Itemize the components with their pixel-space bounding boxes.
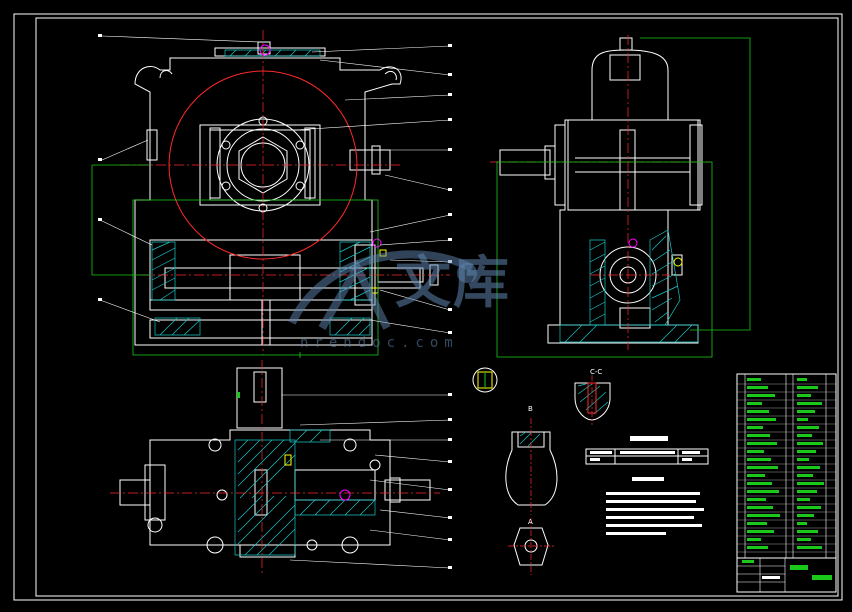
parts-list (736, 373, 837, 559)
top-view-hatch (234, 429, 376, 556)
watermark-text: 文库 (395, 251, 511, 316)
parts-list-cell (797, 442, 823, 445)
parts-list-cell (747, 474, 765, 477)
top-leader-tags (448, 393, 452, 569)
tech-parameter-table (585, 436, 709, 465)
top-leaders (282, 394, 451, 569)
side-view-hatch (559, 229, 699, 343)
parts-list-cell (747, 514, 780, 517)
parts-list-cell (797, 418, 808, 421)
parts-list-cell (747, 434, 770, 437)
parts-list-cell (797, 522, 807, 525)
parts-list-cell (747, 410, 769, 413)
section-label-c-c: C-C (590, 368, 603, 376)
detail-small-symbol (472, 367, 498, 393)
parts-list-cell (797, 538, 811, 541)
parts-list-cell (747, 442, 777, 445)
top-center-lines (110, 360, 440, 575)
technical-requirements-notes (606, 477, 704, 535)
parts-list-cell (797, 482, 824, 485)
top-view (119, 367, 431, 558)
parts-list-cell (797, 378, 807, 381)
parts-list-cell (747, 418, 776, 421)
parts-list-cell (747, 402, 762, 405)
parts-list-cell (747, 394, 775, 397)
top-dim-mark (237, 392, 240, 398)
detail-view-b (505, 418, 558, 515)
part-small (379, 249, 387, 257)
parts-list-cell (747, 482, 772, 485)
parts-list-cell (747, 538, 761, 541)
parts-list-cell (797, 426, 819, 429)
front-view-hatch (151, 49, 371, 336)
parts-list-cell (797, 514, 814, 517)
top-plug (339, 489, 351, 501)
parts-list-cell (797, 466, 820, 469)
side-center-lines (490, 35, 710, 350)
side-vent (673, 257, 683, 267)
top-part (284, 454, 292, 466)
parts-list-cell (747, 506, 773, 509)
front-view (134, 41, 439, 346)
parts-list-cell (747, 386, 768, 389)
parts-list-cell (797, 410, 815, 413)
parts-list-cell (747, 530, 774, 533)
parts-list-cell (797, 386, 818, 389)
side-plug (628, 238, 638, 248)
oil-plug (259, 44, 271, 56)
parts-list-cell (747, 426, 763, 429)
side-dimensions (496, 37, 751, 358)
title-block (736, 557, 837, 593)
watermark-url: nrendoc.com (300, 335, 459, 351)
parts-list-cell (747, 490, 779, 493)
outer-frame (13, 13, 843, 601)
parts-list-cell (797, 402, 822, 405)
parts-list-cell (747, 450, 764, 453)
parts-list-cell (797, 530, 818, 533)
view-label-a: A (528, 518, 533, 526)
parts-list-cell (797, 498, 810, 501)
parts-list-cell (797, 474, 813, 477)
section-c-c (574, 375, 611, 425)
parts-list-cell (797, 490, 817, 493)
parts-list-cell (747, 546, 768, 549)
parts-list-cell (747, 466, 778, 469)
parts-list-cell (797, 546, 822, 549)
parts-list-cell (747, 522, 767, 525)
view-label-b: B (528, 405, 533, 413)
parts-list-cell (797, 434, 812, 437)
parts-list-cell (797, 458, 809, 461)
parts-list-cell (797, 506, 821, 509)
parts-list-cell (747, 498, 766, 501)
side-view (499, 37, 703, 344)
parts-list-cell (747, 458, 771, 461)
parts-list-cell (747, 378, 761, 381)
detail-view-a (508, 518, 555, 575)
inner-frame (35, 17, 839, 597)
parts-list-cell (797, 450, 816, 453)
parts-list-cell (797, 394, 811, 397)
seal-part (372, 238, 382, 248)
